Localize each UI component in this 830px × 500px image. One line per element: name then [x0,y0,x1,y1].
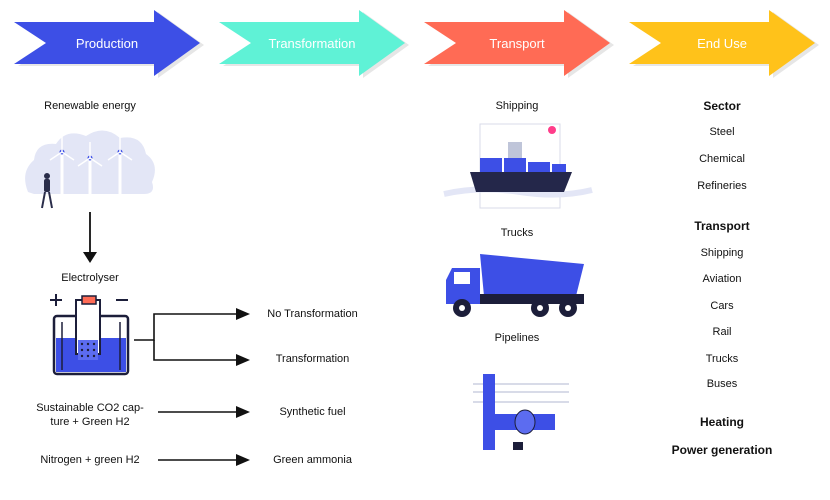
nitrogen-label: Nitrogen + green H2 [40,454,140,466]
renewable-to-electrolyser-arrow [83,212,97,263]
electrolyser-label: Electrolyser [61,272,119,284]
end-use-rail: Rail [712,326,732,338]
stage-transformation-label: Transformation [268,36,356,51]
stage-chevrons [14,10,819,78]
end-use-cars: Cars [710,300,734,312]
stage-chevron-0 [14,10,200,76]
transformation-label: Transformation [275,353,350,365]
stage-production-label: Production [75,36,139,51]
end-use-aviation: Aviation [702,273,742,285]
shipping-label: Shipping [495,100,539,112]
end-use-refineries: Refineries [697,180,747,192]
end-use-chemical: Chemical [699,153,745,165]
synthetic-fuel-label: Synthetic fuel [279,406,346,418]
green-ammonia-label: Green ammonia [273,454,352,466]
pipelines-label: Pipelines [494,332,540,344]
end-use-transport-heading: Transport [694,219,750,233]
stage-chevron-1 [219,10,405,76]
end-use-steel: Steel [709,126,735,138]
end-use-buses: Buses [706,378,738,390]
co2-capture-label-line1: Sustainable CO2 cap- [36,402,144,414]
dump-truck-illustration [446,254,584,317]
electrolyser-illustration [50,294,130,376]
end-use-shipping: Shipping [700,247,744,259]
end-use-trucks: Trucks [705,353,739,365]
cargo-ship-illustration [443,123,593,209]
co2-capture-label-line2: ture + Green H2 [50,416,130,428]
stage-end-use-label: End Use [697,36,747,51]
renewable-energy-label: Renewable energy [44,100,136,112]
branch-connectors [134,308,250,466]
pipeline-illustration [469,366,569,450]
end-use-sector-heading: Sector [703,99,741,113]
trucks-transport-label: Trucks [500,227,534,239]
stage-chevron-3 [629,10,815,76]
end-use-power-generation: Power generation [671,443,773,457]
end-use-heating: Heating [699,415,744,429]
wind-turbine-illustration [25,130,155,209]
no-transformation-label: No Transformation [267,308,358,320]
stage-chevron-2 [424,10,610,76]
stage-transport-label: Transport [489,36,545,51]
